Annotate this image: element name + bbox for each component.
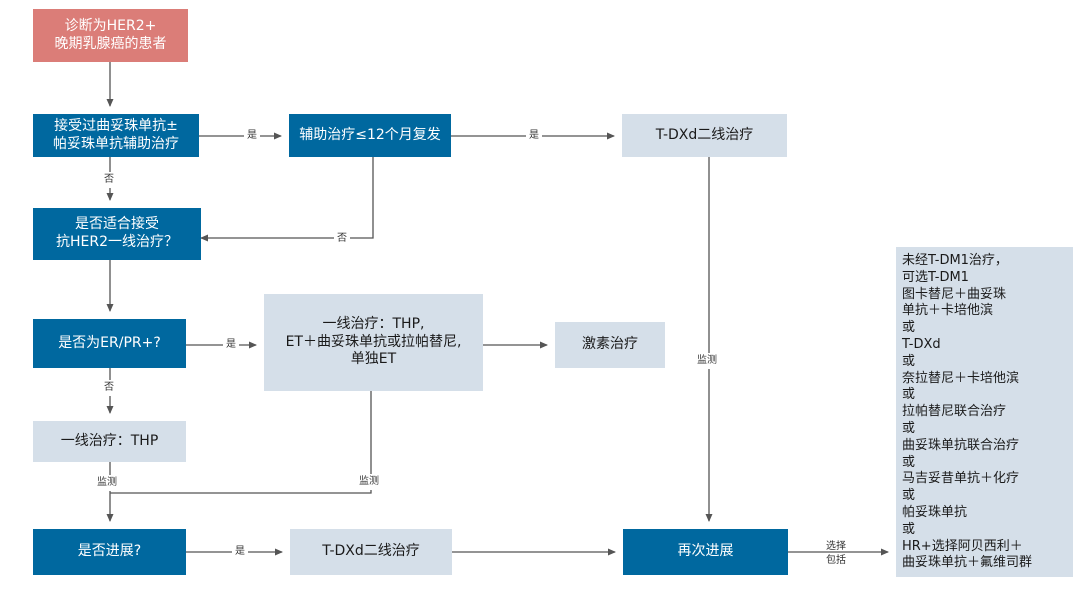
node-first-line-fit: 是否适合接受 抗HER2一线治疗？ xyxy=(33,208,201,260)
option-line: 曲妥珠单抗联合治疗 xyxy=(902,437,1020,453)
option-or: 或 xyxy=(902,353,916,369)
label-yes-erpr: 是 xyxy=(223,338,239,352)
node-relapse: 辅助治疗≤12个月复发 xyxy=(289,114,451,157)
option-line: 单抗＋卡培他滨 xyxy=(902,303,994,319)
label-yes-prior: 是 xyxy=(244,129,260,143)
label-no-prior: 否 xyxy=(104,172,114,188)
option-line: 马吉妥昔单抗＋化疗 xyxy=(902,471,1020,487)
option-or: 或 xyxy=(902,320,916,336)
option-or: 或 xyxy=(902,521,916,537)
label-monitor-tdxd: 监测 xyxy=(697,353,717,369)
node-endocrine-therapy: 激素治疗 xyxy=(555,322,665,368)
option-line: 图卡替尼＋曲妥珠 xyxy=(902,286,1007,302)
option-line: 未经T-DM1治疗， xyxy=(902,253,1008,268)
node-tdxd-second-line-bottom: T-DXd二线治疗 xyxy=(290,529,452,575)
label-select-include: 选择 包括 xyxy=(826,541,846,566)
node-tdxd-second-line-top: T-DXd二线治疗 xyxy=(622,114,787,157)
option-line: 帕妥珠单抗 xyxy=(902,504,968,520)
option-line: 曲妥珠单抗＋氟维司群 xyxy=(902,555,1033,571)
option-line: 奈拉替尼＋卡培他滨 xyxy=(902,370,1020,386)
option-or: 或 xyxy=(902,454,916,470)
option-line: 可选T-DM1 xyxy=(902,269,969,285)
option-or: 或 xyxy=(902,488,916,504)
node-start: 诊断为HER2+ 晚期乳腺癌的患者 xyxy=(33,9,188,62)
option-line: HR+选择阿贝西利＋ xyxy=(902,538,1023,554)
node-progress: 是否进展? xyxy=(33,529,186,575)
edge-relapse-no xyxy=(200,157,374,242)
edge-options-monitor xyxy=(110,391,372,494)
node-first-line-options: 一线治疗：THP, ET＋曲妥珠单抗或拉帕替尼, 单独ET xyxy=(264,294,483,391)
node-prior-treatment: 接受过曲妥珠单抗± 帕妥珠单抗辅助治疗 xyxy=(33,114,199,157)
option-line: T-DXd xyxy=(902,336,941,352)
node-er-pr: 是否为ER/PR+? xyxy=(33,319,186,368)
label-monitor-options: 监测 xyxy=(359,474,379,490)
option-or: 或 xyxy=(902,387,916,403)
label-monitor-thp: 监测 xyxy=(97,475,117,491)
label-yes-progress: 是 xyxy=(232,545,248,559)
option-or: 或 xyxy=(902,420,916,436)
node-progress-again: 再次进展 xyxy=(623,529,788,575)
label-yes-relapse: 是 xyxy=(526,129,542,143)
later-line-options: 未经T-DM1治疗， 可选T-DM1 图卡替尼＋曲妥珠 单抗＋卡培他滨 或 T-… xyxy=(896,247,1073,577)
node-first-line-thp: 一线治疗：THP xyxy=(33,421,186,462)
label-no-relapse: 否 xyxy=(334,232,350,246)
label-no-erpr: 否 xyxy=(104,380,114,396)
option-line: 拉帕替尼联合治疗 xyxy=(902,404,1007,420)
